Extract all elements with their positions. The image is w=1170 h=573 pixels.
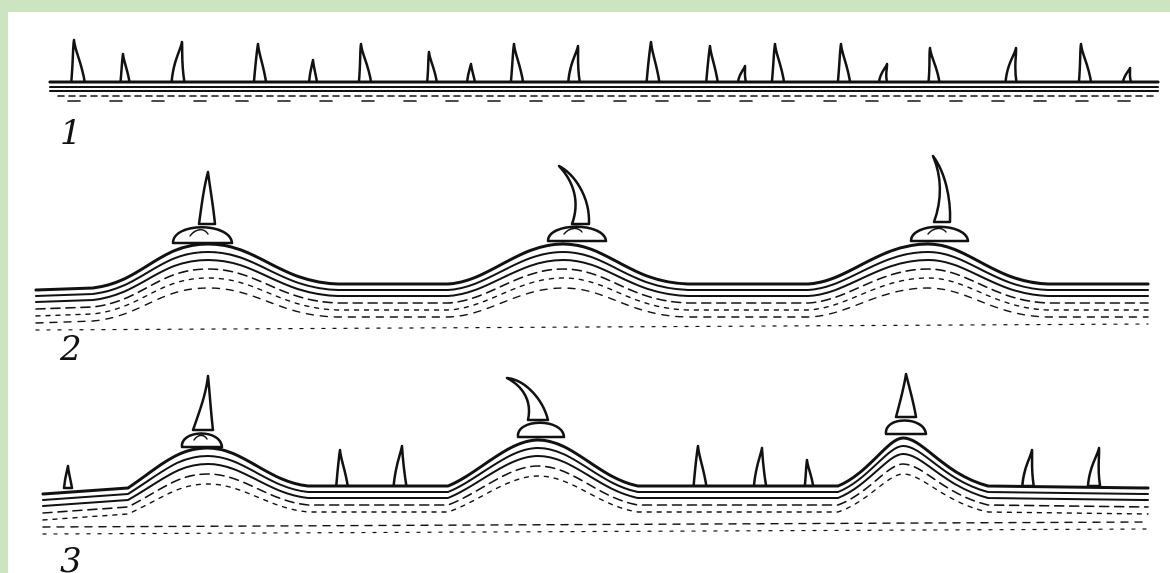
panel-3-papilla-1 (182, 376, 222, 447)
spine (1022, 450, 1034, 486)
spine (336, 450, 348, 486)
spine (467, 64, 475, 82)
spine (647, 42, 660, 82)
panel-2-papilla-1 (173, 172, 232, 243)
spine (511, 44, 523, 82)
panel-2-skin-folds (36, 244, 1148, 330)
panel-3: 3 (43, 374, 1148, 573)
spine (1006, 48, 1017, 82)
spine (694, 446, 707, 486)
panel-3-papilla-2 (507, 378, 564, 437)
panel-label-1: 1 (60, 113, 82, 153)
spine (64, 466, 72, 488)
panel-3-skin-folds (43, 438, 1148, 534)
panel-1: 1 (50, 40, 1158, 153)
spine (738, 66, 746, 82)
spine (772, 44, 784, 82)
spine (805, 460, 813, 486)
spine (359, 44, 371, 82)
spine (568, 46, 580, 82)
panel-1-skin-surface (50, 82, 1158, 101)
spine (1079, 44, 1091, 82)
spine (121, 54, 130, 82)
spine (254, 44, 266, 82)
spine (929, 48, 940, 82)
spine (427, 52, 437, 82)
spine (309, 60, 317, 82)
diagram-canvas: 1 2 (8, 12, 1170, 573)
spine (879, 64, 887, 82)
spine (1123, 68, 1131, 82)
panel-2-papilla-2 (548, 166, 606, 241)
panel-label-3: 3 (60, 541, 82, 573)
figure-frame: 1 2 (8, 12, 1170, 573)
panel-3-papilla-3 (886, 374, 926, 434)
panel-3-spines (64, 446, 1100, 488)
spine (394, 446, 407, 486)
spine (838, 44, 850, 82)
spine (1088, 448, 1100, 486)
spine (71, 40, 84, 82)
panel-2: 2 (36, 156, 1148, 369)
spine (706, 46, 718, 82)
spine (172, 42, 185, 82)
panel-label-2: 2 (59, 329, 82, 369)
spine (754, 448, 766, 486)
panel-2-papilla-3 (911, 156, 968, 241)
panel-1-spines (71, 40, 1131, 82)
